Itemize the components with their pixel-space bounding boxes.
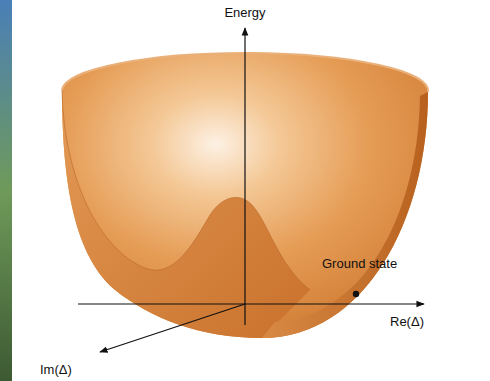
cut-face [62,90,310,338]
profile-edge [62,90,310,290]
im-axis [100,304,245,352]
state-label: Ground state [322,256,397,272]
re-axis [78,303,424,304]
ground-state-dot [353,291,359,297]
axis-label: Energy [224,5,265,21]
energy-axis [244,28,245,325]
photo-strip [0,0,12,381]
axis-label: Re(Δ) [390,314,424,330]
axis-label: Im(Δ) [40,362,72,378]
bowl-exterior [262,92,428,338]
